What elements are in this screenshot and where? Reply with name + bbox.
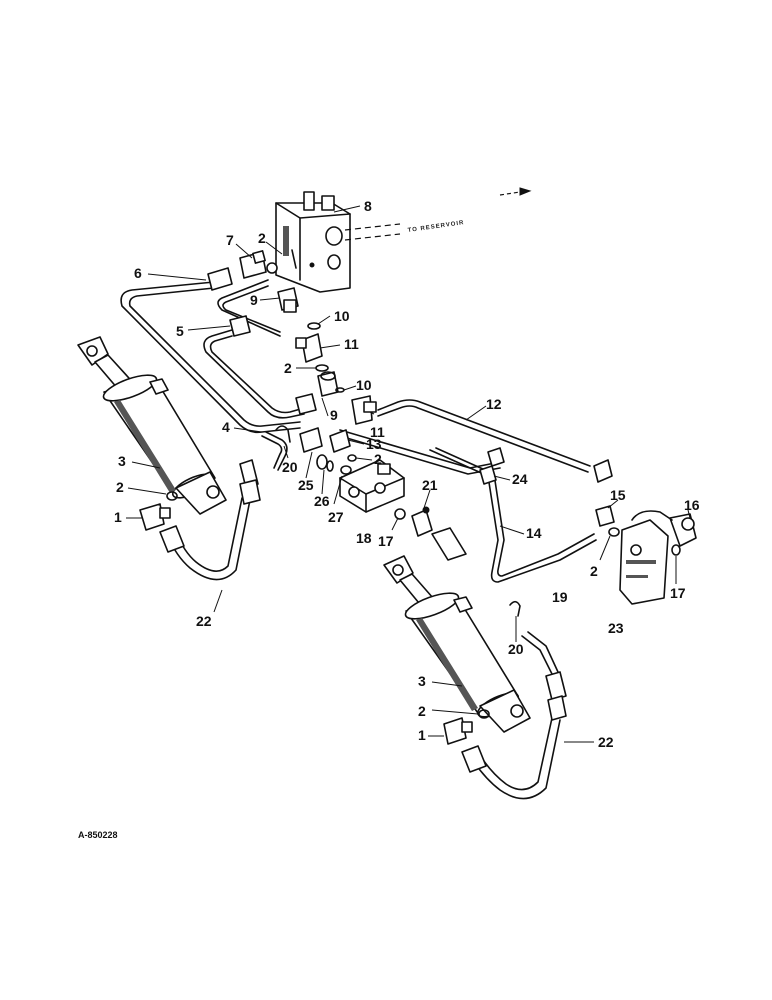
reservoir-note: TO RESERVOIR xyxy=(407,220,464,234)
callout-2: 2 xyxy=(374,451,382,467)
callout-2: 2 xyxy=(258,230,266,246)
callout-4: 4 xyxy=(222,419,230,435)
callout-24: 24 xyxy=(512,471,528,487)
callout-1: 1 xyxy=(114,509,122,525)
callout-2: 2 xyxy=(116,479,124,495)
hoses xyxy=(159,459,567,800)
callout-26: 26 xyxy=(314,493,330,509)
callout-3: 3 xyxy=(118,453,126,469)
control-valve xyxy=(275,191,351,293)
callout-2: 2 xyxy=(284,360,292,376)
callout-2: 2 xyxy=(590,563,598,579)
callout-5: 5 xyxy=(176,323,184,339)
callout-27: 27 xyxy=(328,509,344,525)
callout-2: 2 xyxy=(418,703,426,719)
callout-25: 25 xyxy=(298,477,314,493)
cylinder-upper xyxy=(77,336,227,515)
callout-15: 15 xyxy=(610,487,626,503)
figure-number: A-850228 xyxy=(78,830,118,840)
reservoir-line xyxy=(344,187,532,241)
callout-12: 12 xyxy=(486,396,502,412)
steel-tubes xyxy=(120,279,597,583)
callout-22: 22 xyxy=(598,734,614,750)
callout-21: 21 xyxy=(422,477,438,493)
callout-11: 11 xyxy=(344,336,359,352)
fittings xyxy=(139,250,697,745)
callout-19: 19 xyxy=(552,589,568,605)
leader-lines xyxy=(126,205,691,743)
callout-23: 23 xyxy=(608,620,624,636)
callout-13: 13 xyxy=(366,436,382,452)
callout-10: 10 xyxy=(334,308,350,324)
callout-16: 16 xyxy=(684,497,700,513)
callout-1: 1 xyxy=(418,727,426,743)
callout-7: 7 xyxy=(226,232,234,248)
callout-22: 22 xyxy=(196,613,212,629)
callout-14: 14 xyxy=(526,525,542,541)
callout-20: 20 xyxy=(282,459,298,475)
callout-17: 17 xyxy=(378,533,394,549)
callout-9: 9 xyxy=(330,407,338,423)
callout-20: 20 xyxy=(508,641,524,657)
callout-11: 11 xyxy=(370,424,385,440)
callout-10: 10 xyxy=(356,377,372,393)
cylinder-lower xyxy=(383,555,531,733)
callout-9: 9 xyxy=(250,292,258,308)
callout-18: 18 xyxy=(356,530,372,546)
callout-3: 3 xyxy=(418,673,426,689)
callout-8: 8 xyxy=(364,198,372,214)
callout-6: 6 xyxy=(134,265,142,281)
callout-17: 17 xyxy=(670,585,686,601)
